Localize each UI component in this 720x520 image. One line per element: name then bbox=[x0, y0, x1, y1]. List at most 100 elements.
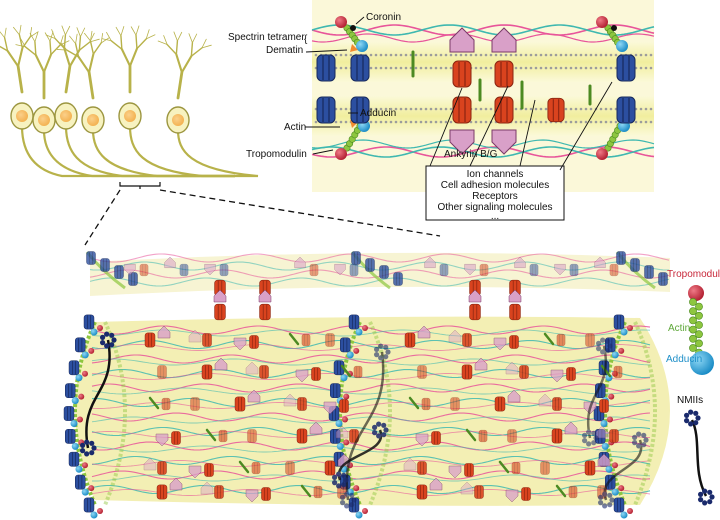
ankyrin bbox=[143, 457, 157, 471]
dendrite bbox=[34, 32, 39, 43]
membrane-channel bbox=[350, 54, 370, 82]
linker-protein bbox=[340, 364, 352, 378]
spectrin-strand bbox=[89, 253, 670, 263]
linker-protein bbox=[148, 396, 160, 410]
ion-channel bbox=[325, 333, 335, 347]
dendrite bbox=[34, 54, 46, 74]
callout-leader-lines bbox=[429, 81, 613, 171]
ankyrin bbox=[449, 129, 475, 155]
spectrin-strand bbox=[91, 445, 651, 453]
callout-line-1: Ion channels bbox=[467, 169, 524, 180]
adducin bbox=[611, 488, 619, 496]
ion-channel bbox=[478, 429, 488, 443]
dendrite bbox=[54, 37, 66, 50]
dendrite bbox=[6, 49, 20, 68]
tropomodulin bbox=[607, 416, 613, 423]
spectrin-strand bbox=[311, 139, 655, 149]
dendrite bbox=[106, 31, 112, 42]
axon bbox=[128, 125, 235, 178]
legend-nmiis-label: NMIIs bbox=[677, 395, 703, 406]
spectrin-strand bbox=[92, 474, 651, 482]
dendrite bbox=[74, 42, 80, 58]
ion-channel bbox=[474, 485, 484, 499]
dendrite bbox=[64, 64, 72, 94]
membrane-channel bbox=[529, 263, 539, 277]
membrane-channel bbox=[365, 258, 375, 272]
ankyrin bbox=[169, 477, 183, 491]
ankyrin bbox=[417, 325, 431, 339]
ankyrin bbox=[554, 263, 566, 276]
ankyrin bbox=[403, 457, 417, 471]
ankyrin bbox=[188, 329, 202, 343]
ankyrin bbox=[204, 263, 216, 276]
nmii bbox=[339, 343, 391, 509]
dendrite bbox=[15, 44, 26, 48]
dendrite bbox=[188, 33, 193, 44]
membrane-channel bbox=[128, 272, 138, 286]
membrane-channel bbox=[658, 272, 668, 286]
nucleus bbox=[60, 110, 72, 122]
ion-channel bbox=[521, 487, 531, 501]
ankyrin bbox=[448, 465, 462, 479]
ion-channel bbox=[509, 335, 519, 349]
membrane-channel bbox=[350, 96, 370, 124]
ion-channel bbox=[201, 364, 213, 380]
ankyrin bbox=[157, 325, 171, 339]
linker-protein bbox=[288, 332, 300, 346]
ankyrin bbox=[460, 481, 474, 495]
axon-bracket bbox=[119, 182, 161, 189]
ion-channel bbox=[285, 461, 295, 475]
ion-channel bbox=[494, 96, 514, 124]
ion-channel bbox=[509, 303, 521, 321]
dendrite bbox=[65, 25, 71, 36]
dendrite bbox=[90, 30, 93, 42]
tropomodulin bbox=[353, 485, 360, 492]
dendrite bbox=[56, 49, 68, 51]
adducin bbox=[601, 442, 609, 450]
neuron-illustration bbox=[0, 24, 259, 178]
membrane-channel bbox=[616, 54, 636, 82]
dendrite bbox=[63, 47, 71, 68]
dendrite bbox=[166, 43, 178, 56]
ion-channel bbox=[519, 365, 529, 379]
ankyrin bbox=[415, 433, 429, 447]
ankyrin bbox=[335, 425, 349, 439]
dendrite bbox=[120, 26, 125, 37]
ion-channel bbox=[479, 263, 489, 277]
tropomodulin bbox=[343, 393, 350, 400]
tropomodulin bbox=[627, 508, 633, 514]
legend-tropomodulin-label: Tropomodulin bbox=[667, 269, 720, 280]
membrane-channel bbox=[316, 96, 336, 124]
coronin bbox=[611, 25, 617, 31]
ion-channel bbox=[301, 333, 311, 347]
dendrite bbox=[128, 47, 138, 68]
label-ankyrin: Ankyrin B/G bbox=[444, 149, 498, 160]
legend-actin-label: Actin bbox=[668, 323, 690, 334]
tropomodulin bbox=[97, 508, 103, 514]
adducin bbox=[70, 420, 78, 427]
callout-line-3: Receptors bbox=[472, 191, 518, 202]
ion-channel bbox=[234, 396, 246, 412]
ion-channel bbox=[259, 365, 269, 379]
ion-channel bbox=[464, 463, 474, 477]
dendrite bbox=[63, 34, 67, 50]
ion-channel bbox=[247, 429, 257, 443]
ion-channel bbox=[309, 263, 319, 277]
tropomodulin bbox=[362, 508, 368, 514]
ion-channel bbox=[556, 333, 566, 347]
dendrite bbox=[89, 38, 100, 43]
dendrite bbox=[50, 44, 61, 56]
tropomodulin bbox=[97, 325, 103, 331]
tropomodulin bbox=[88, 347, 95, 354]
dendrite bbox=[17, 47, 24, 68]
inset-leader-lines bbox=[305, 16, 365, 155]
membrane-channel bbox=[351, 251, 361, 265]
dendrite bbox=[173, 31, 178, 42]
adducin bbox=[355, 511, 363, 519]
ion-channel bbox=[511, 461, 521, 475]
ankyrin bbox=[508, 289, 522, 303]
linker-protein bbox=[498, 460, 510, 474]
tropomodulin bbox=[618, 347, 625, 354]
linker-protein bbox=[238, 460, 250, 474]
